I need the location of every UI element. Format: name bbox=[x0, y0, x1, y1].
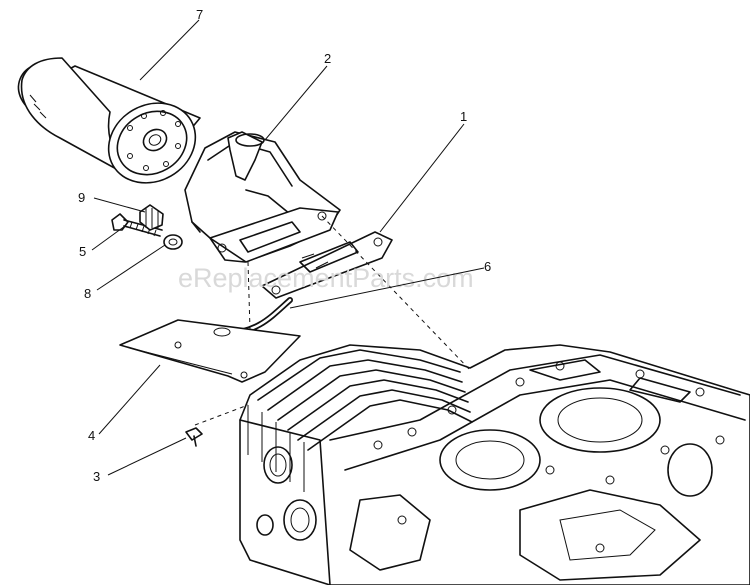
callout-6: 6 bbox=[484, 259, 491, 274]
watermark-text: eReplacementParts.com bbox=[178, 263, 474, 293]
callout-labels: 1 2 3 4 5 6 7 8 9 bbox=[78, 7, 491, 484]
alignment-lines bbox=[194, 215, 471, 426]
callout-8: 8 bbox=[84, 286, 91, 301]
shield-plate bbox=[119, 319, 301, 383]
callout-4: 4 bbox=[88, 428, 95, 443]
fitting bbox=[139, 204, 164, 231]
engine-block bbox=[239, 344, 750, 585]
leader-lines bbox=[91, 19, 485, 476]
callout-5: 5 bbox=[79, 244, 86, 259]
callout-7: 7 bbox=[196, 7, 203, 22]
screw bbox=[185, 427, 203, 447]
filter-adapter bbox=[184, 131, 341, 263]
oil-filter bbox=[17, 57, 201, 184]
callout-1: 1 bbox=[460, 109, 467, 124]
callout-9: 9 bbox=[78, 190, 85, 205]
callout-2: 2 bbox=[324, 51, 331, 66]
gasket bbox=[261, 231, 393, 299]
callout-3: 3 bbox=[93, 469, 100, 484]
washer bbox=[163, 234, 183, 250]
